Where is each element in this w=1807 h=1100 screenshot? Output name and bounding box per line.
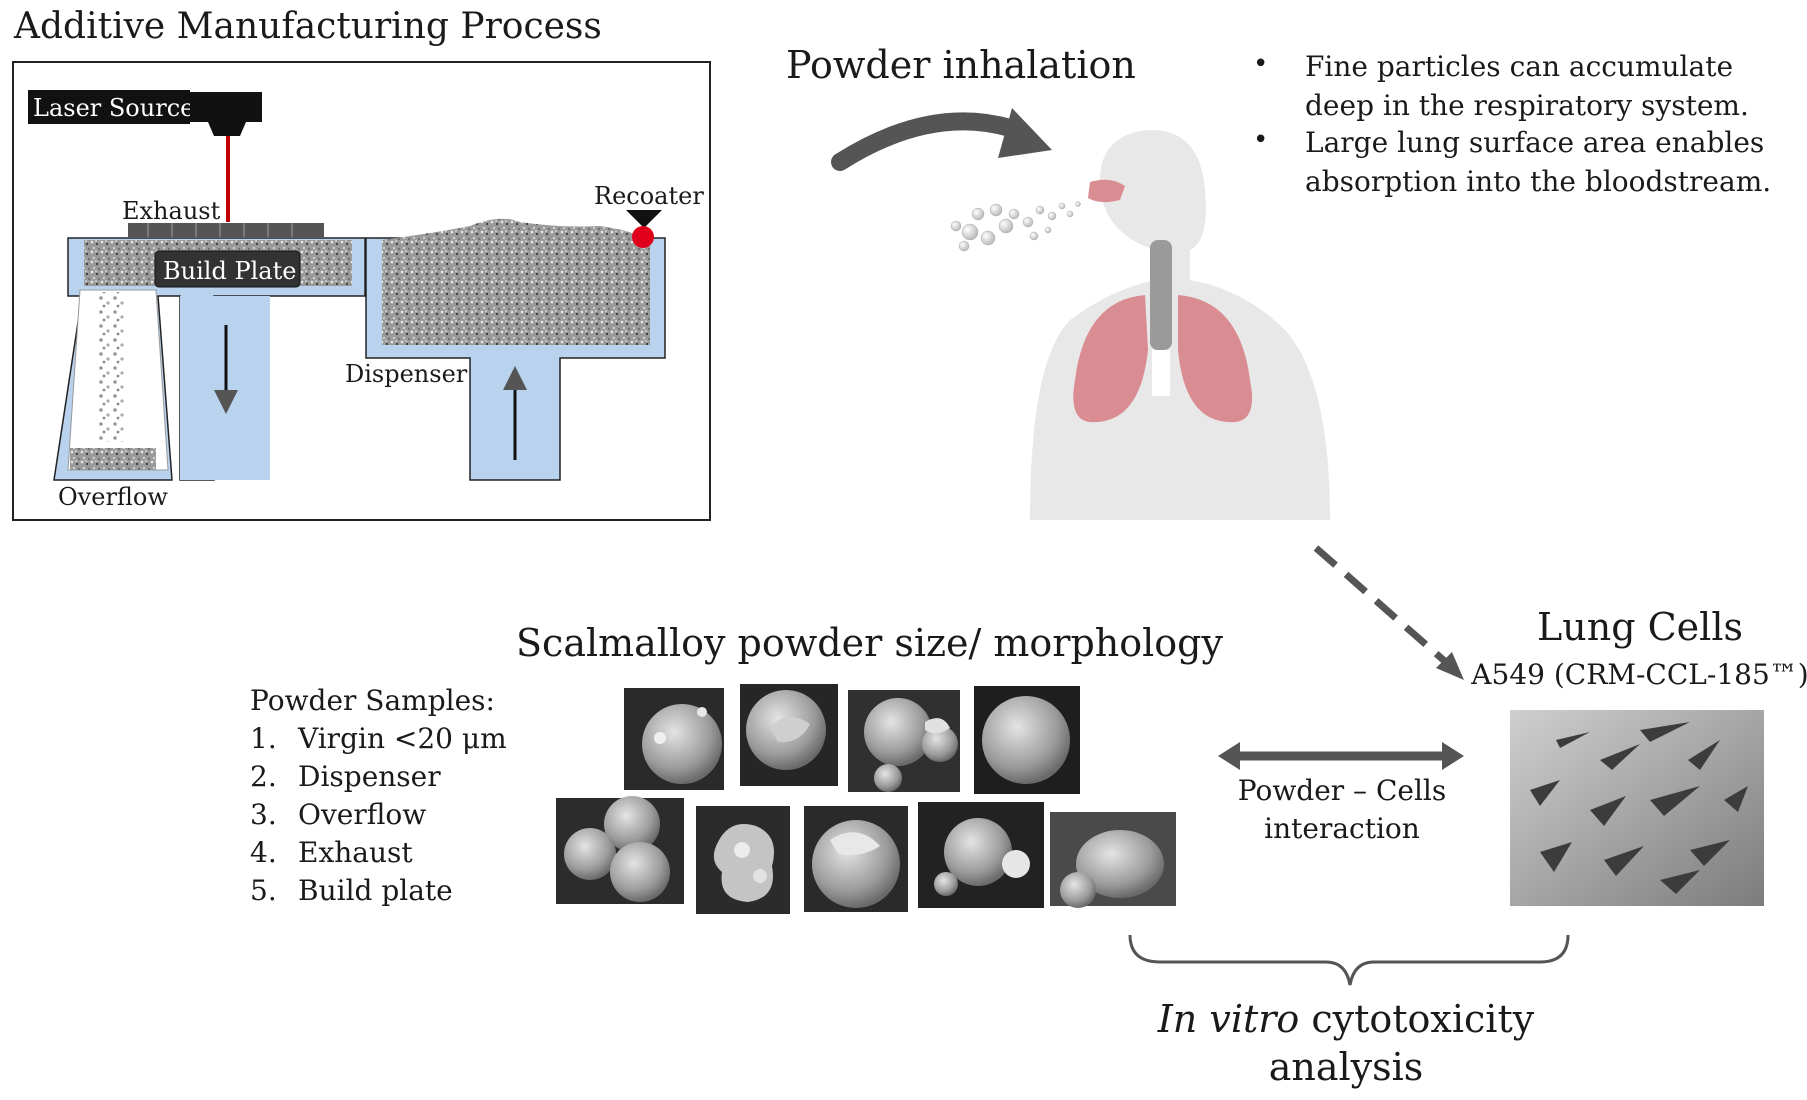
interaction-arrow-right-head xyxy=(1442,742,1464,770)
interaction-line-2: interaction xyxy=(1264,812,1420,845)
dashed-arrow-head xyxy=(1436,652,1464,680)
lung-cells-panel: Lung Cells A549 (CRM-CCL-185™) xyxy=(1470,605,1807,906)
interaction-arrow-left-head xyxy=(1218,742,1240,770)
sample-2-label: Dispenser xyxy=(298,760,441,793)
powder-panel: Scalmalloy powder size/ morphology Powde… xyxy=(250,621,1223,914)
am-title: Additive Manufacturing Process xyxy=(13,6,602,47)
overflow-powder xyxy=(70,448,156,470)
build-plate-body xyxy=(154,250,301,288)
bullet-2-line-1: Large lung surface area enables xyxy=(1305,126,1764,159)
sample-3-label: Overflow xyxy=(298,798,426,831)
sample-1-label: Virgin <20 μm xyxy=(297,722,507,755)
analysis-italic: In vitro xyxy=(1157,997,1300,1041)
sample-4-label: Exhaust xyxy=(298,836,413,869)
sample-4-num: 4. xyxy=(250,836,277,869)
bullet-1-line-2: deep in the respiratory system. xyxy=(1305,89,1749,122)
inhaled-particles xyxy=(950,201,1081,252)
laser-source-label: Laser Source xyxy=(33,94,194,122)
sem-image-6 xyxy=(696,806,790,914)
sem-image-1 xyxy=(624,688,724,790)
sem-image-4 xyxy=(974,686,1080,794)
inhalation-title: Powder inhalation xyxy=(786,43,1136,87)
dispenser-label: Dispenser xyxy=(345,360,468,388)
analysis-line-2: analysis xyxy=(1269,1045,1424,1089)
dispenser-powder xyxy=(382,218,650,345)
lung-cells-subtitle: A549 (CRM-CCL-185™) xyxy=(1470,658,1807,691)
analysis-rest: cytotoxicity xyxy=(1299,997,1534,1041)
powder-title: Scalmalloy powder size/ morphology xyxy=(516,621,1223,665)
exhaust-slots xyxy=(147,223,293,237)
overflow-label: Overflow xyxy=(58,483,168,511)
laser-source-box xyxy=(28,90,190,124)
sem-image-9 xyxy=(1050,812,1176,908)
nasal-cavity xyxy=(1088,179,1125,203)
exhaust-grille xyxy=(128,223,324,237)
laser-head xyxy=(190,92,262,136)
cell-shapes xyxy=(1530,722,1748,894)
trachea xyxy=(1150,240,1172,350)
recoater-dot xyxy=(632,226,654,248)
bullet-1-line-1: Fine particles can accumulate xyxy=(1305,50,1733,83)
analysis-line-1: In vitro cytotoxicity xyxy=(1157,997,1535,1041)
inhalation-arrow-curve xyxy=(831,112,1019,171)
recoater-label: Recoater xyxy=(594,182,704,210)
interaction-panel: Powder – Cells interaction xyxy=(1218,742,1464,845)
sem-image-8 xyxy=(918,802,1044,908)
sample-3-num: 3. xyxy=(250,798,277,831)
dashed-arrow-to-cells xyxy=(1313,545,1451,667)
heart-gap xyxy=(1152,350,1170,396)
sem-image-3 xyxy=(848,690,960,792)
svg-text:•: • xyxy=(1253,49,1268,79)
analysis-panel: In vitro cytotoxicity analysis xyxy=(1128,934,1570,1089)
left-lung xyxy=(1073,295,1148,423)
sem-image-7 xyxy=(804,806,908,912)
svg-text:•: • xyxy=(1253,125,1268,155)
sample-2-num: 2. xyxy=(250,760,277,793)
right-lung xyxy=(1178,295,1253,423)
sample-1-num: 1. xyxy=(250,722,277,755)
build-plate-label: Build Plate xyxy=(163,257,296,285)
sem-image-5 xyxy=(556,796,684,904)
am-process-panel: Additive Manufacturing Process Laser Sou… xyxy=(12,6,711,521)
lung-cells-micrograph xyxy=(1510,710,1764,906)
inhalation-panel: Powder inhalation • Fine particles can a… xyxy=(786,43,1771,680)
samples-heading: Powder Samples: xyxy=(250,684,495,717)
interaction-line-1: Powder – Cells xyxy=(1238,774,1446,807)
exhaust-label: Exhaust xyxy=(122,197,221,225)
sem-image-2 xyxy=(740,684,838,786)
lung-cells-title: Lung Cells xyxy=(1537,605,1743,649)
recoater-head xyxy=(626,210,662,228)
sample-5-num: 5. xyxy=(250,874,277,907)
overflow-falling-powder xyxy=(96,292,126,442)
sample-5-label: Build plate xyxy=(298,874,453,907)
analysis-brace xyxy=(1128,934,1570,986)
bullet-2-line-2: absorption into the bloodstream. xyxy=(1305,165,1771,198)
inhalation-arrow-head xyxy=(998,108,1052,158)
